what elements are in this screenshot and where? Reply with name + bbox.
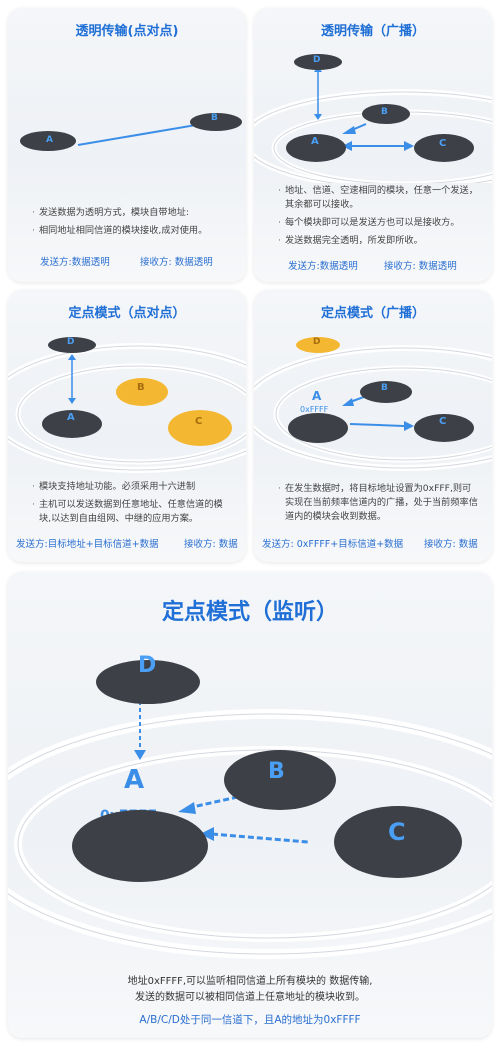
panel-title: 定点模式（点对点） xyxy=(68,306,186,321)
node-disk-a xyxy=(286,134,346,162)
node-disk-b-highlight xyxy=(116,378,168,406)
node-label-d: D xyxy=(313,55,320,65)
receiver-label: 接收方: 数据 xyxy=(424,539,478,550)
sender-label: 发送方: 0xFFFF+目标信道+数据 xyxy=(262,539,404,550)
listen-description: 地址0xFFFF,可以监听相同信道上所有模块的 数据传输, 发送的数据可以被相同… xyxy=(8,974,492,1006)
panel-bullets: 地址、信道、空速相同的模块，任意一个发送，其余都可以接收。 每个模块即可以是发送… xyxy=(278,184,480,248)
node-label-b: B xyxy=(381,107,388,117)
diagram-fixed-listen: D A 0xFFFF B C xyxy=(8,653,492,959)
sender-label: 发送方:目标地址+目标信道+数据 xyxy=(16,539,159,550)
receiver-label: 接收方: 数据透明 xyxy=(140,257,213,268)
node-disk-d-highlight xyxy=(296,337,340,353)
node-label-a: A xyxy=(311,136,319,147)
panel-title: 透明传输(点对点) xyxy=(75,24,179,39)
panel-transparent-p2p: 透明传输(点对点) A B 发送数据为透明方式，模块自带地址: 相同地址相同信道… xyxy=(8,8,246,282)
node-label-b: B xyxy=(211,113,218,123)
node-disk-c-highlight xyxy=(168,410,232,446)
panel-fixed-broadcast: 定点模式（广播） D A 0xFFFF B C 在发生数据时，将目标地址设置为0… xyxy=(254,290,492,562)
link-line xyxy=(77,124,197,146)
node-label-b: B xyxy=(137,382,145,393)
bullet: 发送数据完全透明，所发即所收。 xyxy=(278,234,480,248)
node-label-c: C xyxy=(439,416,446,427)
bullet: 在发生数据时，将目标地址设置为0xFFF,则可实现在当前频率信道内的广播，处于当… xyxy=(278,482,480,524)
sender-label: 发送方:数据透明 xyxy=(288,261,358,272)
receiver-label: 接收方: 数据 xyxy=(184,539,238,550)
node-label-c: C xyxy=(195,416,202,427)
diagram-fixed-broadcast: D A 0xFFFF B C xyxy=(254,337,492,471)
node-disk-d xyxy=(294,54,342,70)
node-label-c: C xyxy=(439,138,446,149)
node-label-d: D xyxy=(313,337,320,347)
bullet: 主机可以发送数据到任意地址、任意信道的模块,以达到自由组网、中继的应用方案。 xyxy=(32,498,234,526)
panel-bullets: 模块支持地址功能。必须采用十六进制 主机可以发送数据到任意地址、任意信道的模块,… xyxy=(32,480,234,526)
node-label-b: B xyxy=(268,759,285,784)
node-label-a: A xyxy=(46,135,53,145)
bullet: 模块支持地址功能。必须采用十六进制 xyxy=(32,480,234,494)
panel-bullets: 发送数据为透明方式，模块自带地址: 相同地址相同信道的模块接收,成对使用。 xyxy=(32,206,234,238)
bullet: 地址、信道、空速相同的模块，任意一个发送，其余都可以接收。 xyxy=(278,184,480,212)
diagram-transparent-broadcast: D B A C xyxy=(254,54,492,183)
panel-bullets: 在发生数据时，将目标地址设置为0xFFF,则可实现在当前频率信道内的广播，处于当… xyxy=(278,482,480,524)
node-label-d: D xyxy=(67,337,74,347)
node-label-a: A xyxy=(124,765,144,795)
receiver-label: 接收方: 数据透明 xyxy=(384,261,457,272)
node-disk-c xyxy=(334,806,462,878)
diagram-fixed-p2p: D B A C xyxy=(8,337,246,473)
node-disk-b xyxy=(224,750,336,810)
node-disk-b xyxy=(360,381,412,403)
node-disk-b xyxy=(190,113,242,131)
panel-fixed-p2p: 定点模式（点对点） D B A C 模块支持地址功能。必须采用十六进制 主机可以… xyxy=(8,290,246,562)
panel-title: 定点模式（广播） xyxy=(320,306,425,321)
panel-fixed-listen: 定点模式（监听） D A 0xFFFF B C 地址0xFFFF,可以监听相同信… xyxy=(8,572,492,1038)
description-line: 发送的数据可以被相同信道上任意地址的模块收到。 xyxy=(135,992,365,1003)
sender-label: 发送方:数据透明 xyxy=(40,257,110,268)
panel-title: 透明传输（广播） xyxy=(320,24,425,39)
address-label: 0xFFFF xyxy=(300,405,329,414)
panel-title: 定点模式（监听） xyxy=(161,600,338,625)
node-disk-c xyxy=(414,414,474,442)
node-disk-a xyxy=(288,413,348,443)
node-label-a: A xyxy=(67,412,75,423)
node-label-b: B xyxy=(381,383,388,393)
bullet: 发送数据为透明方式，模块自带地址: xyxy=(32,206,234,220)
bullet: 相同地址相同信道的模块接收,成对使用。 xyxy=(32,224,234,238)
description-line: 地址0xFFFF,可以监听相同信道上所有模块的 数据传输, xyxy=(127,976,373,987)
node-disk-c xyxy=(414,134,474,162)
node-disk-a xyxy=(72,810,208,882)
diagram-transparent-p2p: A B xyxy=(20,113,242,151)
panel-transparent-broadcast: 透明传输（广播） D B A C 地址、信道、空速相同的模块，任意一个发送，其余… xyxy=(254,8,492,282)
listen-footer: A/B/C/D处于同一信道下，且A的地址为0xFFFF xyxy=(139,1014,361,1026)
node-disk-d xyxy=(48,337,96,353)
node-disk-a xyxy=(20,131,76,151)
node-disk-b xyxy=(362,104,410,124)
node-label-d: D xyxy=(138,653,156,678)
node-disk-a xyxy=(42,410,102,438)
node-label-a: A xyxy=(312,389,322,403)
node-disk-d xyxy=(96,660,200,704)
node-label-c: C xyxy=(388,818,406,846)
bullet: 每个模块即可以是发送方也可以是接收方。 xyxy=(278,216,480,230)
